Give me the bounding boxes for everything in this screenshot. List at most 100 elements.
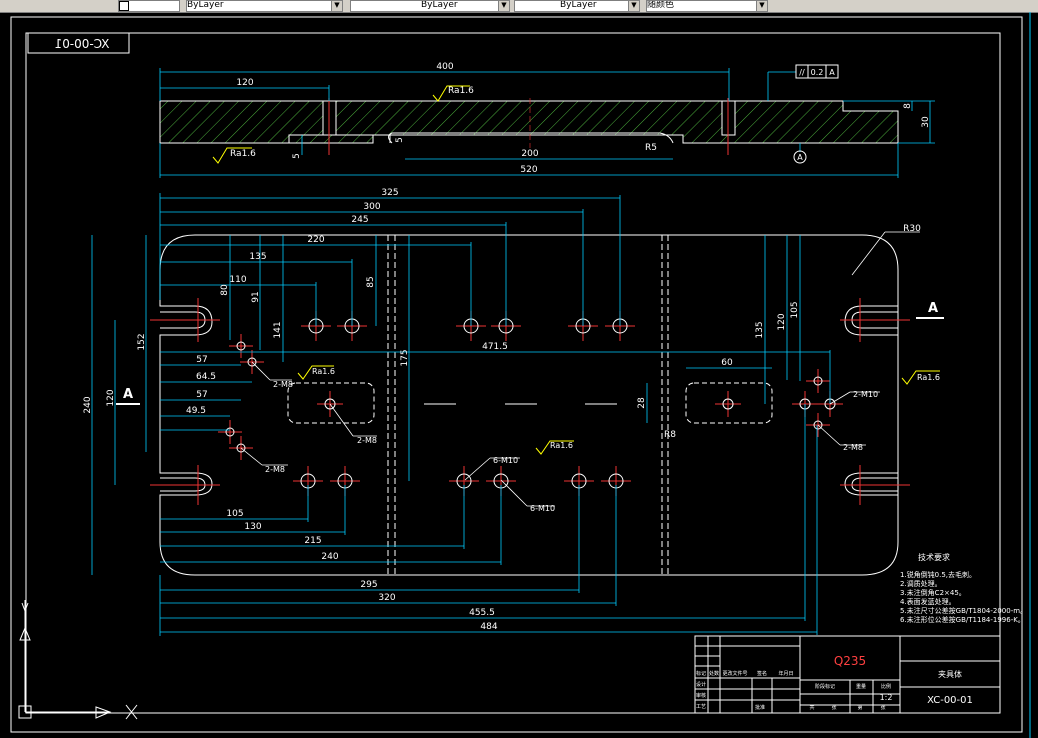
title-block-cell: 第: [857, 704, 862, 711]
hole-callout-text: 2-M8: [843, 443, 863, 452]
title-block-cells: 标记处数更改文件号签名年月日设计审核工艺阶段标记重量比例共张第张批准: [696, 670, 891, 711]
section-pocket: [389, 134, 684, 143]
dim-text: 455.5: [469, 608, 495, 618]
geo-tol-symbol: //: [799, 68, 805, 77]
note-line: 5.未注尺寸公差按GB/T1804-2000-m。: [900, 606, 1027, 615]
chevron-down-icon: ▼: [756, 1, 767, 11]
hole: [218, 420, 242, 444]
code-stamp-box: [27, 32, 130, 54]
color-combo[interactable]: [118, 0, 180, 12]
note-line: 6.未注形位公差按GB/T1184-1996-K。: [900, 615, 1025, 624]
roughness-text: Ra1.6: [448, 86, 474, 96]
dim-text: R30: [903, 224, 921, 234]
title-part-name: 夹具体: [938, 669, 962, 679]
dim-text: 135: [249, 252, 266, 262]
dim-text: 105: [226, 509, 243, 519]
dim-text: 64.5: [196, 372, 216, 382]
note-line: 3.未注倒角C2×45。: [900, 588, 966, 597]
drawing-canvas[interactable]: XC-00-01 120 400 200 520 5 5 8 3: [0, 12, 1038, 738]
dim-text: 5: [395, 137, 405, 143]
dim-text: 130: [244, 522, 261, 532]
hole-callout-text: 2-M8: [273, 380, 293, 389]
dim-text: 200: [521, 149, 538, 159]
dim-text: 49.5: [186, 406, 206, 416]
title-material: Q235: [834, 654, 866, 668]
dim-text: 471.5: [482, 342, 508, 352]
note-line: 1.锐角倒钝0.5,去毛刺。: [900, 570, 976, 579]
hole-callout-text: 2-M8: [357, 436, 377, 445]
title-block-cell: 签名: [757, 670, 767, 677]
slot-right-bottom: [844, 472, 898, 496]
dim-text: 220: [307, 235, 324, 245]
section-arrow-left: A: [116, 387, 140, 405]
dim-text: 400: [436, 62, 453, 72]
layer-combo-label: ByLayer: [187, 0, 224, 10]
title-block-cell: 更改文件号: [722, 670, 747, 677]
dim-text: 240: [321, 552, 338, 562]
title-block-cell: 张: [880, 704, 885, 711]
hole: [229, 334, 253, 358]
title-block-cell: 批准: [755, 704, 765, 711]
dim-text: 120: [777, 313, 787, 330]
section-label: A: [928, 301, 938, 316]
properties-toolbar: ByLayer▼ ByLayer▼ ByLayer▼ 随颜色▼: [0, 0, 1038, 13]
dim-text: 175: [400, 349, 410, 366]
hidden-pocket-right: [685, 382, 773, 424]
hole-callout-text: 2-M10: [853, 390, 878, 399]
dim-text: 215: [304, 536, 321, 546]
title-scale: 1:2: [880, 693, 893, 702]
dim-text: 484: [480, 622, 497, 632]
roughness-text: Ra1.6: [230, 149, 256, 159]
hole-callout-text: 6-M10: [530, 504, 555, 513]
linetype-combo[interactable]: ByLayer▼: [350, 0, 510, 12]
dim-text: 152: [137, 333, 147, 350]
section-hatch: [159, 100, 899, 144]
title-block-cell: 张: [831, 704, 836, 711]
lineweight-combo-label: ByLayer: [560, 0, 597, 10]
datum-symbol: A: [793, 150, 807, 164]
roughness-symbol: Ra1.6: [297, 365, 335, 380]
hidden-pocket-left: [287, 382, 375, 424]
title-drawing-no: XC-00-01: [927, 695, 973, 706]
roughness-text: Ra1.6: [917, 373, 940, 382]
note-line: 4.表面发蓝处理。: [900, 597, 956, 606]
dim-text: 300: [363, 202, 380, 212]
geo-tol-datum: A: [829, 68, 835, 77]
title-block-cell: 标记: [696, 670, 706, 677]
inner-frame: [25, 32, 1001, 714]
color-swatch-icon: [119, 1, 129, 11]
dim-text: 245: [351, 215, 368, 225]
dim-text: 320: [378, 593, 395, 603]
layer-combo[interactable]: ByLayer▼: [186, 0, 343, 12]
title-block: [694, 635, 1001, 714]
dim-text: 120: [106, 389, 116, 406]
dim-text: R5: [645, 143, 657, 153]
chevron-down-icon: ▼: [498, 1, 509, 11]
plotstyle-combo[interactable]: 随颜色▼: [646, 0, 768, 12]
dim-text: 8: [903, 103, 913, 109]
title-block-cell: 重量: [856, 683, 866, 690]
technical-notes: 技术要求 1.锐角倒钝0.5,去毛刺。 2.调质处理。 3.未注倒角C2×45。…: [900, 552, 1027, 624]
code-stamp: XC-00-01: [55, 37, 110, 51]
title-block-cell: 处数: [709, 670, 719, 677]
dim-text: 57: [196, 390, 207, 400]
roughness-text: Ra1.6: [550, 441, 573, 450]
section-dimensions: [159, 68, 935, 178]
dim-text: 5: [292, 153, 302, 159]
hole-callout-text: 6-M10: [493, 456, 518, 465]
dim-text: R8: [664, 430, 676, 440]
lineweight-combo[interactable]: ByLayer▼: [514, 0, 640, 12]
note-line: 2.调质处理。: [900, 579, 942, 588]
hole: [806, 369, 830, 393]
section-label: A: [123, 387, 133, 402]
dim-text: 141: [273, 321, 283, 338]
section-slot-end: [388, 132, 674, 144]
dim-text: 110: [229, 275, 246, 285]
title-block-cell: 共: [809, 704, 814, 711]
title-block-cell: 阶段标记: [815, 683, 835, 690]
notes-title: 技术要求: [918, 552, 950, 562]
roughness-symbol: Ra1.6: [432, 85, 474, 102]
title-block-cell: 设计: [696, 681, 706, 688]
title-block-cell: 比例: [881, 683, 891, 690]
